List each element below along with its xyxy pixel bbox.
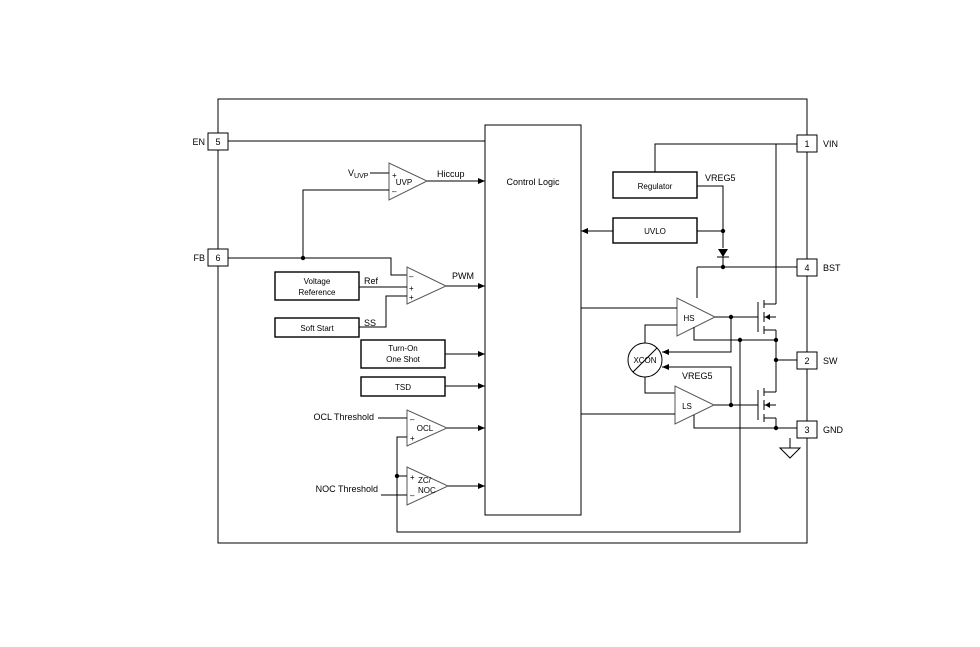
regulator-label: Regulator — [638, 182, 673, 191]
regulator-block: Regulator — [612, 171, 698, 199]
turn-on-line2: One Shot — [386, 355, 421, 364]
pwm-plus-1: + — [409, 284, 414, 293]
ls-driver: LS — [674, 385, 716, 425]
zc-noc-line2: NOC — [418, 486, 436, 495]
noc-threshold-label: NOC Threshold — [316, 484, 378, 494]
pin-en-name: EN — [192, 137, 205, 147]
tsd-block: TSD — [360, 376, 446, 397]
hs-driver: HS — [676, 297, 717, 337]
pin-vin-number: 1 — [804, 139, 809, 149]
ss-label: SS — [364, 318, 376, 328]
uvp-fb-wire — [302, 189, 389, 258]
uvlo-block: UVLO — [612, 217, 698, 244]
soft-start-block: Soft Start — [274, 317, 360, 338]
vreg5-wire — [697, 185, 724, 248]
ref-label: Ref — [364, 276, 379, 286]
noc-minus: – — [410, 491, 415, 500]
turn-on-line1: Turn-On — [388, 344, 418, 353]
soft-start-label: Soft Start — [300, 324, 334, 333]
pwm-label: PWM — [452, 271, 474, 281]
ocl-plus: + — [410, 434, 415, 443]
control-logic-label: Control Logic — [506, 177, 560, 187]
noc-plus: + — [410, 473, 415, 482]
fb-wire — [228, 257, 407, 276]
vin-rail — [775, 143, 797, 304]
ocl-comparator: – + OCL — [406, 409, 449, 447]
zc-noc-comparator: + – ZC/ NOC — [406, 466, 450, 506]
vreg5-top-label: VREG5 — [705, 173, 736, 183]
ocl-threshold-label: OCL Threshold — [313, 412, 374, 422]
zc-noc-line1: ZC/ — [418, 476, 432, 485]
voltage-reference-line2: Reference — [299, 288, 336, 297]
uvlo-label: UVLO — [644, 227, 666, 236]
pin-fb: FB 6 — [193, 248, 229, 267]
ocl-minus: – — [410, 415, 415, 424]
hiccup-label: Hiccup — [437, 169, 465, 179]
pin-gnd-name: GND — [823, 425, 844, 435]
voltage-reference-line1: Voltage — [304, 277, 331, 286]
low-side-mosfet — [757, 388, 776, 422]
xcon-block: XCON — [627, 342, 663, 378]
pin-en: EN 5 — [192, 132, 229, 151]
pin-sw-name: SW — [823, 356, 838, 366]
pin-gnd: 3 GND — [796, 420, 844, 439]
fb-junction — [300, 255, 306, 261]
ocl-label: OCL — [417, 424, 434, 433]
ground-symbol — [778, 438, 802, 459]
pwm-minus: – — [409, 272, 414, 281]
turn-on-one-shot-block: Turn-On One Shot — [360, 339, 446, 369]
pin-sw: 2 SW — [796, 351, 838, 370]
control-logic-block: Control Logic — [484, 124, 582, 516]
pin-bst-name: BST — [823, 263, 841, 273]
vuvp-label: VUVP — [348, 168, 369, 180]
xcon-label: XCON — [633, 356, 656, 365]
pin-fb-number: 6 — [215, 253, 220, 263]
uvp-plus: + — [392, 171, 397, 180]
ls-label: LS — [682, 402, 692, 411]
pin-gnd-number: 3 — [804, 425, 809, 435]
pin-vin-name: VIN — [823, 139, 838, 149]
bootstrap-diode — [717, 249, 729, 267]
hs-label: HS — [683, 314, 694, 323]
pin-fb-name: FB — [193, 253, 205, 263]
ic-boundary — [217, 98, 808, 544]
tsd-label: TSD — [395, 383, 411, 392]
pwm-plus-2: + — [409, 293, 414, 302]
uvp-minus: – — [392, 187, 397, 196]
vreg5-mid-label: VREG5 — [682, 371, 713, 381]
pin-bst: 4 BST — [796, 258, 841, 277]
vin-wire — [654, 143, 797, 172]
gnd-wire — [693, 415, 797, 429]
pin-sw-number: 2 — [804, 356, 809, 366]
pin-en-number: 5 — [215, 137, 220, 147]
sw-sense-bus — [396, 340, 741, 533]
high-side-mosfet — [757, 300, 776, 334]
pin-bst-number: 4 — [804, 263, 809, 273]
pwm-comparator: – + + — [406, 266, 448, 305]
uvp-comparator: + – UVP — [388, 162, 429, 201]
voltage-reference-block: Voltage Reference — [274, 271, 360, 301]
ss-wire — [359, 295, 407, 328]
pin-vin: 1 VIN — [796, 134, 838, 153]
uvp-label: UVP — [396, 178, 412, 187]
